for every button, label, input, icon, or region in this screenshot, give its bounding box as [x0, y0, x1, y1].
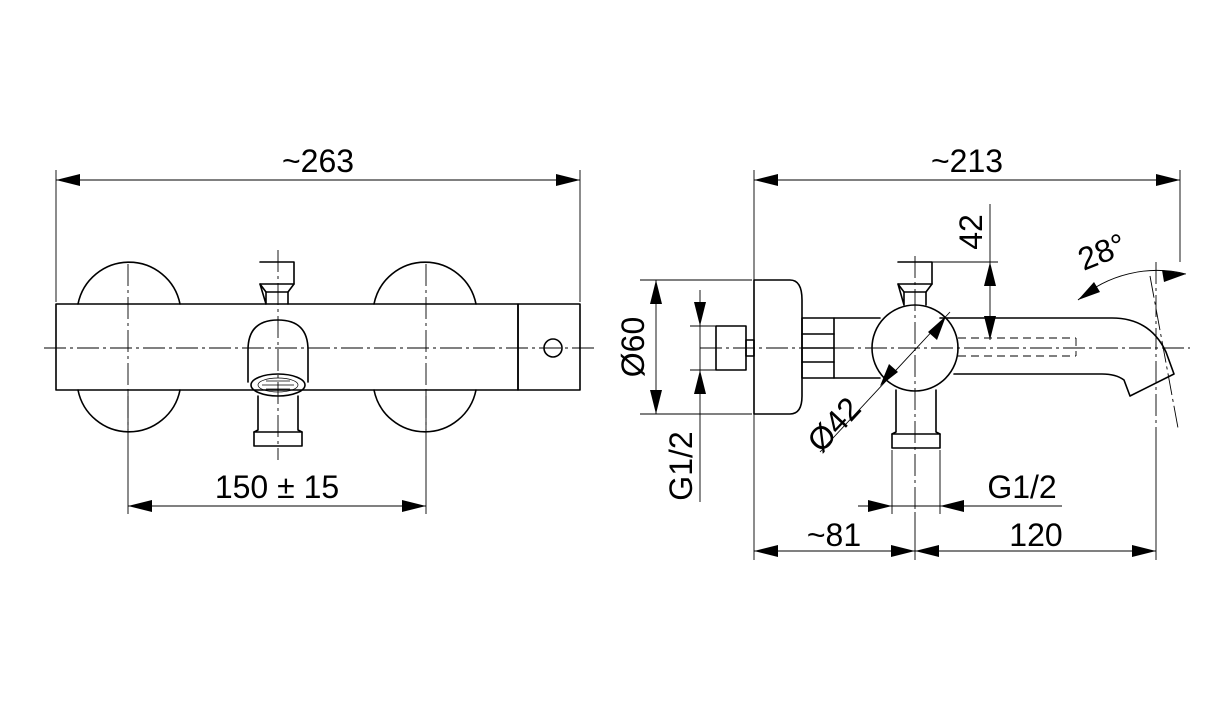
- dim-side-body-diameter: Ø60: [615, 317, 651, 377]
- dim-side-wall-to-axis: ~81: [807, 517, 861, 553]
- dim-side-inlet-thread-left: G1/2: [663, 431, 699, 500]
- front-diverter-knob: [259, 261, 295, 305]
- dim-front-center-distance: 150 ± 15: [215, 469, 339, 505]
- front-outlet-connector: [253, 395, 303, 447]
- front-right-flange: [373, 261, 477, 433]
- dim-side-spout-angle: 28°: [1073, 226, 1131, 278]
- dim-side-overall-depth: ~213: [931, 143, 1003, 179]
- front-body-bar: [55, 303, 519, 391]
- side-wall-flange: [753, 279, 803, 415]
- dim-front-overall-width: ~263: [282, 143, 354, 179]
- side-spout: [939, 317, 1175, 397]
- dim-side-knob-diameter: Ø42: [800, 390, 868, 459]
- dim-side-handle-height: 42: [953, 214, 989, 250]
- dim-side-axis-to-spout: 120: [1009, 517, 1062, 553]
- front-view: ~263 150 ± 15: [44, 143, 596, 514]
- side-view: ~213 Ø60 G1/2 42 28° Ø42: [615, 143, 1190, 560]
- dim-side-outlet-thread: G1/2: [987, 469, 1056, 505]
- side-lower-outlet: [891, 389, 941, 449]
- front-left-flange: [77, 261, 181, 433]
- front-thermostat-handle: [517, 303, 581, 391]
- side-body: [833, 317, 881, 379]
